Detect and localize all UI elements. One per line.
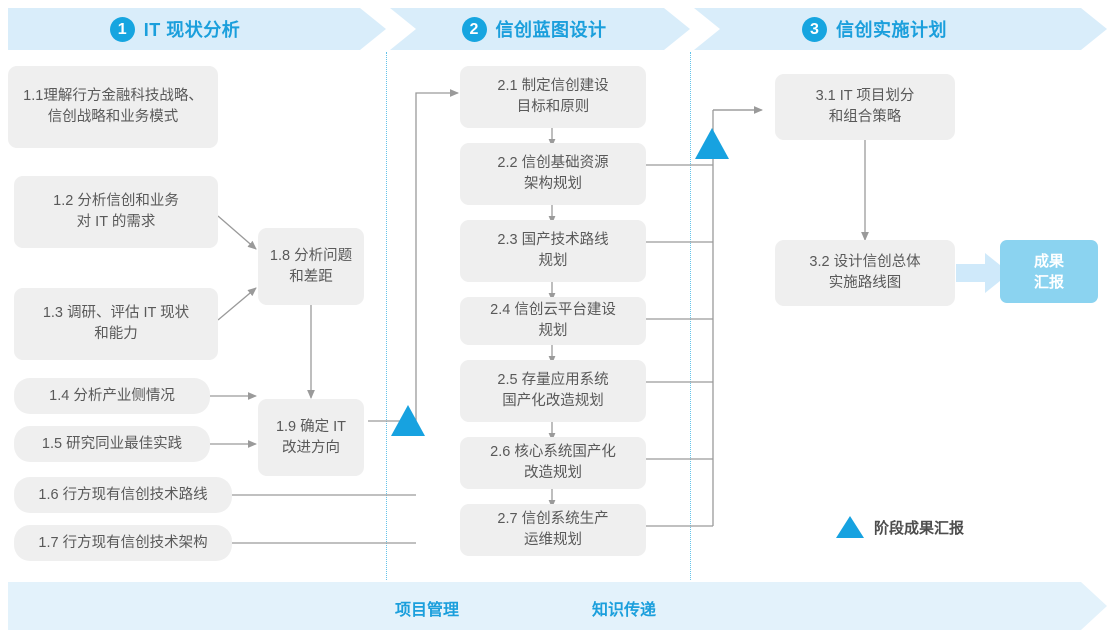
phase-separator-2 — [690, 52, 691, 580]
phase-separator-1 — [386, 52, 387, 580]
footer-label-1: 项目管理 — [395, 602, 460, 619]
footer-banner — [8, 582, 1107, 630]
legend: 阶段成果汇报 — [836, 516, 964, 538]
task-box-3-2[interactable]: 3.2 设计信创总体 实施路线图 — [775, 240, 955, 306]
task-box-2-5[interactable]: 2.5 存量应用系统 国产化改造规划 — [460, 360, 646, 422]
phase-title-3: 信创实施计划 — [836, 20, 947, 40]
task-box-1-2[interactable]: 1.2 分析信创和业务 对 IT 的需求 — [14, 176, 218, 248]
task-box-2-6[interactable]: 2.6 核心系统国产化 改造规划 — [460, 437, 646, 489]
task-box-3-1[interactable]: 3.1 IT 项目划分 和组合策略 — [775, 74, 955, 140]
phase-title-2: 信创蓝图设计 — [495, 20, 607, 40]
phase-banner-1[interactable]: 1 IT 现状分析 — [8, 8, 386, 50]
milestone-triangle-phase1 — [391, 405, 425, 436]
task-box-1-9[interactable]: 1.9 确定 IT 改进方向 — [258, 399, 364, 476]
task-box-2-2[interactable]: 2.2 信创基础资源 架构规划 — [460, 143, 646, 205]
task-box-1-6[interactable]: 1.6 行方现有信创技术路线 — [14, 477, 232, 513]
phase-banner-2[interactable]: 2 信创蓝图设计 — [390, 8, 690, 50]
footer-label-2: 知识传递 — [592, 602, 657, 619]
phase-title-1: IT 现状分析 — [143, 20, 241, 40]
task-box-1-8[interactable]: 1.8 分析问题 和差距 — [258, 228, 364, 305]
phase-number-3: 3 — [802, 16, 827, 42]
task-box-1-7[interactable]: 1.7 行方现有信创技术架构 — [14, 525, 232, 561]
milestone-triangle-phase2 — [695, 128, 729, 159]
task-box-1-4[interactable]: 1.4 分析产业侧情况 — [14, 378, 210, 414]
result-badge[interactable]: 成果 汇报 — [1000, 240, 1098, 303]
task-box-1-5[interactable]: 1.5 研究同业最佳实践 — [14, 426, 210, 462]
task-box-2-4[interactable]: 2.4 信创云平台建设 规划 — [460, 297, 646, 345]
task-box-2-7[interactable]: 2.7 信创系统生产 运维规划 — [460, 504, 646, 556]
legend-label: 阶段成果汇报 — [874, 519, 965, 537]
task-box-2-3[interactable]: 2.3 国产技术路线 规划 — [460, 220, 646, 282]
milestone-triangle-icon — [836, 516, 864, 538]
task-box-2-1[interactable]: 2.1 制定信创建设 目标和原则 — [460, 66, 646, 128]
task-box-1-1[interactable]: 1.1理解行方金融科技战略、 信创战略和业务模式 — [8, 66, 218, 148]
phase-number-1: 1 — [109, 16, 135, 42]
task-box-1-3[interactable]: 1.3 调研、评估 IT 现状 和能力 — [14, 288, 218, 360]
phase-banner-3[interactable]: 3 信创实施计划 — [694, 8, 1107, 50]
phase-number-2: 2 — [461, 16, 487, 42]
